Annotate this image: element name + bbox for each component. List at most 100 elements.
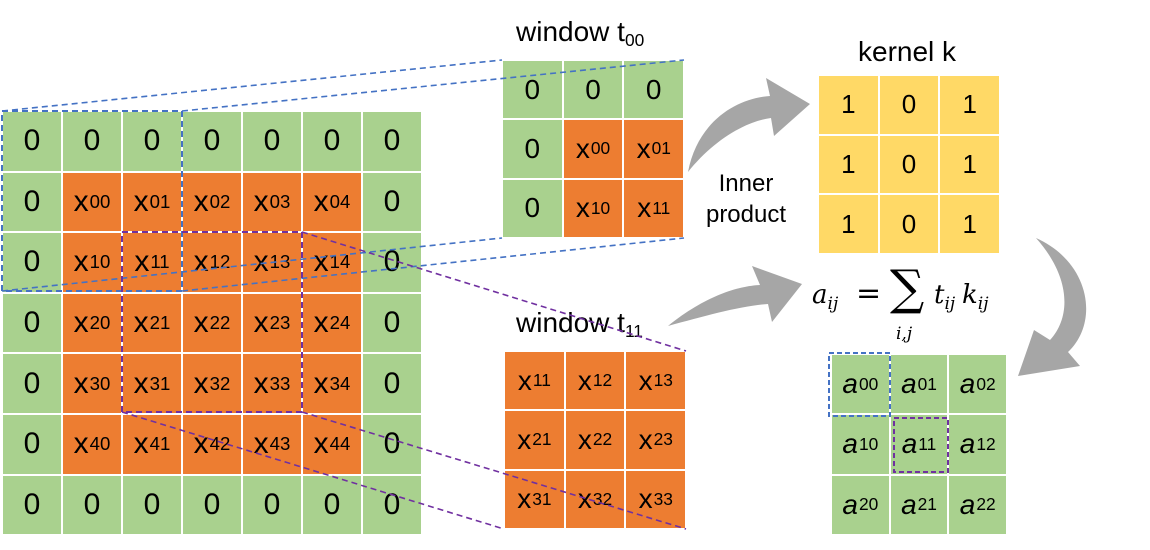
input-cell-base: 0 bbox=[383, 124, 401, 158]
t00-projection-line-top-left bbox=[1, 59, 503, 112]
output-cell-base: a bbox=[901, 428, 918, 460]
input-cell-sub: 42 bbox=[209, 433, 231, 455]
output-cell-sub: 01 bbox=[917, 373, 937, 394]
input-cell-base: 0 bbox=[143, 487, 161, 521]
input-cell-base: 0 bbox=[383, 306, 401, 340]
input-cell-sub: 30 bbox=[89, 372, 111, 394]
window-t11-cell-sub: 23 bbox=[653, 429, 673, 450]
window-t00-cell-0-1: 0 bbox=[562, 60, 624, 120]
input-cell-6-3: 0 bbox=[182, 474, 242, 536]
formula-lhs: aij bbox=[812, 280, 838, 314]
input-cell-sub: 00 bbox=[89, 190, 111, 212]
input-cell-sub: 41 bbox=[149, 433, 171, 455]
window-t00-cell-base: 0 bbox=[524, 132, 541, 164]
input-cell-sub: 04 bbox=[329, 190, 351, 212]
input-cell-6-0: 0 bbox=[2, 474, 62, 536]
output-cell-sub: 22 bbox=[976, 494, 996, 515]
kernel-cell-0-2: 1 bbox=[939, 75, 1001, 135]
input-cell-base: x bbox=[193, 184, 209, 218]
kernel-cell-1-2: 1 bbox=[939, 134, 1001, 195]
window-t11-cell-sub: 33 bbox=[653, 488, 673, 509]
input-cell-base: 0 bbox=[203, 487, 221, 521]
window-t11-cell-sub: 32 bbox=[592, 488, 613, 509]
input-cell-base: x bbox=[73, 366, 89, 400]
input-cell-base: x bbox=[313, 366, 329, 400]
window-t11-cell-base: x bbox=[577, 423, 592, 455]
window-t00-cell-2-0: 0 bbox=[502, 178, 563, 238]
input-cell-base: x bbox=[73, 306, 89, 340]
input-cell-3-0: 0 bbox=[2, 292, 62, 354]
input-cell-2-0: 0 bbox=[2, 232, 62, 293]
output-cell-sub: 20 bbox=[858, 494, 879, 515]
input-cell-base: 0 bbox=[23, 306, 41, 340]
input-cell-4-6: 0 bbox=[362, 353, 422, 414]
window-t11-cell-sub: 13 bbox=[653, 370, 673, 391]
kernel-cell-2-1: 0 bbox=[878, 194, 940, 255]
kernel-cell-0-0: 1 bbox=[818, 75, 879, 135]
input-cell-base: 0 bbox=[83, 124, 101, 158]
input-cell-base: 0 bbox=[23, 487, 41, 521]
output-cell-base: a bbox=[901, 368, 917, 400]
input-cell-base: 0 bbox=[23, 184, 41, 218]
input-cell-base: 0 bbox=[383, 245, 401, 279]
input-cell-6-5: 0 bbox=[302, 474, 362, 536]
window-t11-cell-sub: 22 bbox=[592, 429, 613, 450]
window-t00-label: window t00 bbox=[516, 16, 644, 51]
input-cell-base: x bbox=[193, 306, 209, 340]
formula-sigma-sub: i,j bbox=[896, 324, 913, 344]
input-cell-sub: 34 bbox=[329, 372, 351, 394]
input-cell-3-6: 0 bbox=[362, 292, 422, 354]
input-cell-sub: 11 bbox=[150, 251, 170, 273]
input-cell-6-1: 0 bbox=[62, 474, 122, 536]
input-cell-base: x bbox=[133, 184, 149, 218]
kernel-cell-1-0: 1 bbox=[818, 134, 879, 195]
input-cell-base: 0 bbox=[383, 184, 401, 218]
kernel-cell-2-0: 1 bbox=[818, 194, 879, 255]
input-cell-base: 0 bbox=[383, 427, 401, 461]
output-cell-sub: 00 bbox=[858, 373, 879, 394]
formula-lhs-base: a bbox=[812, 280, 828, 310]
input-cell-base: x bbox=[313, 245, 329, 279]
input-cell-base: x bbox=[313, 306, 329, 340]
input-cell-1-6: 0 bbox=[362, 171, 422, 233]
input-cell-base: 0 bbox=[83, 487, 101, 521]
input-cell-base: 0 bbox=[323, 124, 341, 158]
input-cell-0-1: 0 bbox=[62, 111, 122, 172]
input-cell-6-2: 0 bbox=[122, 474, 182, 536]
input-cell-base: 0 bbox=[383, 366, 401, 400]
window-t00-cell-1-0: 0 bbox=[502, 119, 563, 179]
input-cell-sub: 01 bbox=[149, 190, 171, 212]
input-cell-0-2: 0 bbox=[122, 111, 182, 172]
kernel-cell-0-1: 0 bbox=[878, 75, 940, 135]
input-cell-base: x bbox=[73, 184, 89, 218]
input-cell-base: 0 bbox=[23, 366, 41, 400]
formula-t: tij bbox=[934, 280, 955, 314]
kernel-cell-2-2: 1 bbox=[939, 194, 1001, 255]
window-t11-cell-base: x bbox=[517, 423, 532, 455]
arrow-t00-to-kernel bbox=[688, 78, 810, 172]
input-cell-5-0: 0 bbox=[2, 413, 62, 475]
input-cell-4-0: 0 bbox=[2, 353, 62, 414]
